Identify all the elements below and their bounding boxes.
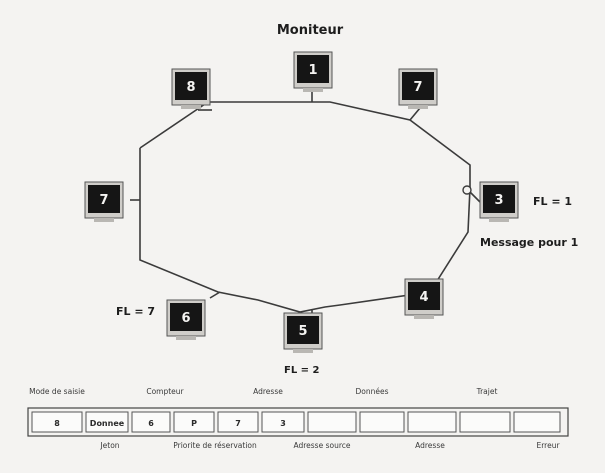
monitor-base — [414, 315, 434, 319]
frame-field — [217, 411, 259, 433]
monitor-screen — [483, 185, 515, 213]
lower-left-station-fl: FL = 7 — [116, 305, 155, 318]
frame-field-value: Donnee — [90, 419, 125, 428]
station-number: 7 — [413, 80, 422, 95]
monitor-screen — [297, 55, 329, 83]
frame-field-value: 6 — [148, 419, 154, 428]
station-link — [409, 107, 421, 121]
station-left: 7 — [84, 181, 124, 222]
frame-bottom-label: Jeton — [99, 441, 119, 450]
monitor-base — [94, 218, 114, 222]
frame-field-value: 7 — [235, 419, 241, 428]
frame-top-label: Adresse — [253, 387, 283, 396]
station-number: 6 — [181, 311, 190, 326]
right-station-fl: FL = 1 — [533, 195, 572, 208]
frame-field — [407, 411, 457, 433]
monitor-base — [303, 88, 323, 92]
frame-field — [261, 411, 305, 433]
frame-top-label: Données — [355, 387, 388, 396]
monitor-base — [489, 218, 509, 222]
monitor-screen — [175, 72, 207, 100]
station-link — [209, 291, 221, 299]
station-number: 4 — [419, 290, 428, 305]
diagram-title: Moniteur — [277, 23, 344, 38]
ring-nodes: 1 8 7 7 3 6 5 4 — [84, 51, 519, 353]
token-marker — [462, 185, 472, 195]
frame-field-value: P — [191, 419, 197, 428]
station-number: 1 — [308, 63, 317, 78]
monitor-screen — [402, 72, 434, 100]
frame-bottom-label: Erreur — [536, 441, 560, 450]
frame-field — [459, 411, 511, 433]
frame-field-value: 3 — [280, 419, 286, 428]
frame-field — [359, 411, 405, 433]
station-lower-left: 6 — [166, 299, 206, 340]
frame-field — [307, 411, 357, 433]
station-right: 3 — [479, 181, 519, 222]
station-upper-right: 7 — [398, 68, 438, 109]
station-number: 5 — [298, 324, 307, 339]
station-bottom: 5 — [283, 312, 323, 353]
station-top: 1 — [293, 51, 333, 92]
frame-field-value: 8 — [54, 419, 60, 428]
frame-top-label: Compteur — [146, 387, 184, 396]
frame-field — [173, 411, 215, 433]
frame-field — [513, 411, 561, 433]
monitor-screen — [287, 316, 319, 344]
bottom-station-fl: FL = 2 — [284, 365, 320, 376]
monitor-screen — [408, 282, 440, 310]
frame-top-label: Trajet — [476, 387, 498, 396]
station-upper-left: 8 — [171, 68, 211, 109]
frame-field — [31, 411, 83, 433]
frame-bottom-label: Adresse source — [293, 441, 350, 450]
station-lower-right: 4 — [404, 278, 444, 319]
frame-outline — [27, 407, 569, 437]
frame-field — [131, 411, 171, 433]
right-station-message: Message pour 1 — [480, 236, 578, 249]
monitor-screen — [170, 303, 202, 331]
frame-field — [85, 411, 129, 433]
station-number: 8 — [186, 80, 195, 95]
monitor-screen — [88, 185, 120, 213]
monitor-base — [176, 336, 196, 340]
monitor-base — [293, 349, 313, 353]
station-number: 7 — [99, 193, 108, 208]
monitor-base — [181, 105, 201, 109]
station-link — [469, 191, 481, 203]
frame-bottom-label: Priorite de réservation — [173, 441, 257, 450]
frame-top-label: Mode de saisie — [29, 387, 85, 396]
monitor-base — [408, 105, 428, 109]
frame-bottom-label: Adresse — [415, 441, 445, 450]
station-number: 3 — [494, 193, 503, 208]
